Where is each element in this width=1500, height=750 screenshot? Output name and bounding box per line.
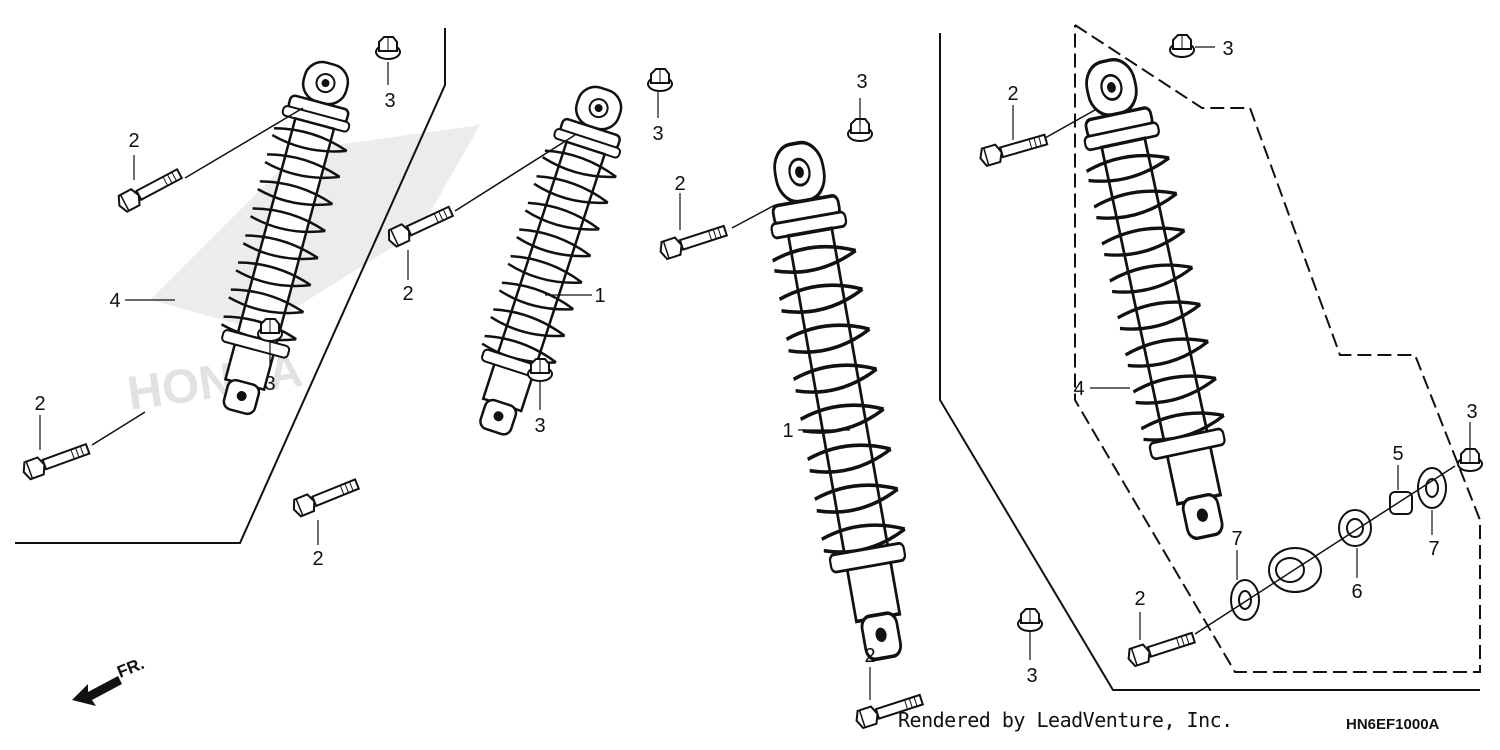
callout-shock-3: 1 xyxy=(782,420,793,442)
front-direction-arrow: FR. xyxy=(72,654,147,706)
group-boundary-3 xyxy=(1074,24,1481,673)
nut-2b xyxy=(527,358,553,382)
shock-absorber-3 xyxy=(656,118,1043,731)
callout-bolt-2b: 2 xyxy=(312,548,323,570)
callout-seal-right: 7 xyxy=(1428,538,1439,560)
shock-absorber-1 xyxy=(19,36,401,482)
bolt-2b xyxy=(289,474,362,519)
callout-bearing: 6 xyxy=(1351,581,1362,603)
bolt-1b xyxy=(19,439,92,482)
callout-bolt-4a: 2 xyxy=(1007,83,1018,105)
nut-4a xyxy=(1169,34,1195,58)
callout-nut-1b: 3 xyxy=(264,373,275,395)
bolt-1a xyxy=(114,164,185,215)
callout-nut-4a: 3 xyxy=(1222,38,1233,60)
bolt-3a xyxy=(656,221,730,262)
nut-4b xyxy=(1457,448,1483,472)
callout-bolt-3b: 2 xyxy=(864,645,875,667)
callout-shock-4: 4 xyxy=(1073,378,1084,400)
nut-2a xyxy=(647,68,673,92)
group-boundary-2 xyxy=(939,33,1480,691)
callout-nut-2b: 3 xyxy=(534,415,545,437)
dust-seal-left xyxy=(1230,579,1260,621)
direction-label: FR. xyxy=(114,654,147,682)
callout-nut-3b: 3 xyxy=(1026,665,1037,687)
nut-1a xyxy=(375,36,401,60)
callout-bolt-2a: 2 xyxy=(402,283,413,305)
nut-1b xyxy=(257,318,283,342)
callout-nut-2a: 3 xyxy=(652,123,663,145)
callout-nut-1a: 3 xyxy=(384,90,395,112)
shock-absorber-2 xyxy=(289,68,673,519)
callout-shock-2: 1 xyxy=(594,285,605,307)
callout-nut-3a: 3 xyxy=(856,71,867,93)
callout-bolt-4b: 2 xyxy=(1134,588,1145,610)
callout-bolt-1b: 2 xyxy=(34,393,45,415)
bolt-4b xyxy=(1124,628,1198,669)
callout-bolt-1a: 2 xyxy=(128,130,139,152)
bearing xyxy=(1338,509,1372,547)
callout-collar: 5 xyxy=(1392,443,1403,465)
credit-text: Rendered by LeadVenture, Inc. xyxy=(898,708,1233,732)
group-boundaries xyxy=(15,24,1481,691)
nut-3b xyxy=(1017,608,1043,632)
callout-nut-4b: 3 xyxy=(1466,401,1477,423)
dust-seal-right xyxy=(1417,467,1447,509)
callout-shock-1: 4 xyxy=(109,290,120,312)
callouts: 2 3 4 3 2 2 3 1 3 2 2 3 1 2 3 2 3 4 3 5 … xyxy=(34,38,1477,687)
shock-absorber-4 xyxy=(976,34,1483,669)
leader-lines xyxy=(39,46,1471,700)
callout-seal-left: 7 xyxy=(1231,528,1242,550)
group-boundary-1 xyxy=(15,28,446,544)
callout-bolt-3a: 2 xyxy=(674,173,685,195)
diagram-code: HN6EF1000A xyxy=(1346,716,1440,733)
